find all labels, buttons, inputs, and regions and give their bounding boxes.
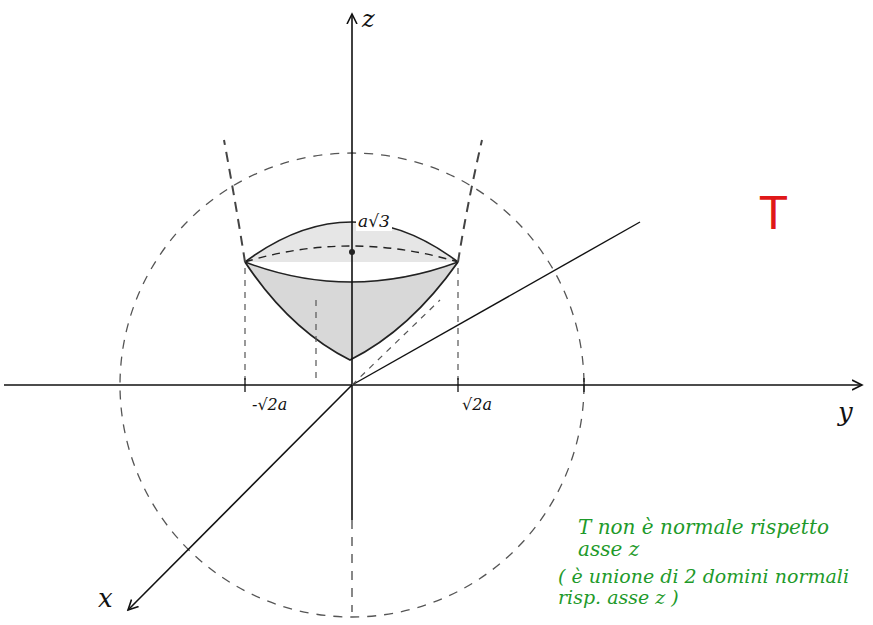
- axis-label: x: [98, 584, 113, 613]
- height-value: a√3: [356, 212, 392, 231]
- axis-label: z: [362, 6, 375, 32]
- axis-label: y: [838, 398, 853, 427]
- coordinate-value: √2a: [460, 396, 494, 414]
- coordinate-value: -√2a: [250, 396, 289, 414]
- solid-name: T: [760, 190, 787, 238]
- note-text: ( è unione di 2 domini normali risp. ass…: [558, 566, 868, 608]
- note-text: T non è normale rispetto asse z: [578, 516, 868, 560]
